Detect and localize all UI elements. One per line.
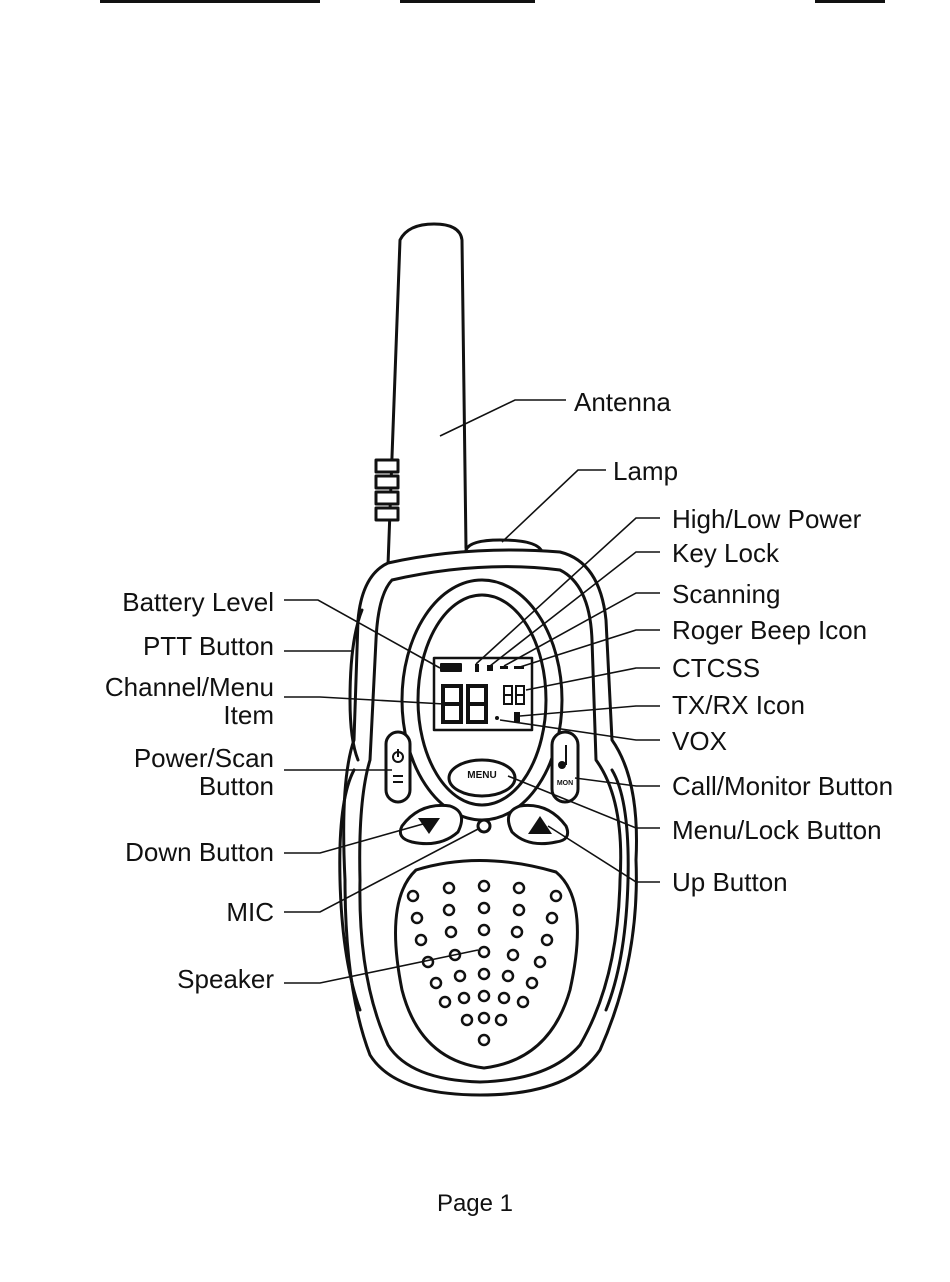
lcd-battery-icon: [441, 664, 461, 671]
label-lamp: Lamp: [613, 457, 678, 485]
power-scan-button: [386, 732, 410, 802]
label-power-scan-button: Power/Scan Button: [134, 744, 274, 800]
label-battery-level: Battery Level: [122, 588, 274, 616]
label-antenna: Antenna: [574, 388, 671, 416]
label-high-low-power: High/Low Power: [672, 505, 861, 533]
label-key-lock: Key Lock: [672, 539, 779, 567]
antenna-illustration: [376, 224, 466, 565]
label-scanning: Scanning: [672, 580, 780, 608]
label-roger-beep-icon: Roger Beep Icon: [672, 616, 867, 644]
label-down-button: Down Button: [125, 838, 274, 866]
label-tx-rx-icon: TX/RX Icon: [672, 691, 805, 719]
mon-key-text: MON: [557, 780, 573, 787]
mic-hole: [478, 820, 490, 832]
leader-lamp: [502, 470, 606, 542]
page-number: Page 1: [0, 1190, 950, 1218]
label-mic: MIC: [226, 898, 274, 926]
menu-key-text: MENU: [467, 770, 496, 781]
label-speaker: Speaker: [177, 965, 274, 993]
label-vox: VOX: [672, 727, 727, 755]
label-up-button: Up Button: [672, 868, 788, 896]
label-call-monitor-button: Call/Monitor Button: [672, 772, 893, 800]
label-ctcss: CTCSS: [672, 654, 760, 682]
label-channel-menu-item: Channel/Menu Item: [105, 673, 274, 729]
label-menu-lock-button: Menu/Lock Button: [672, 816, 882, 844]
label-ptt-button: PTT Button: [143, 632, 274, 660]
